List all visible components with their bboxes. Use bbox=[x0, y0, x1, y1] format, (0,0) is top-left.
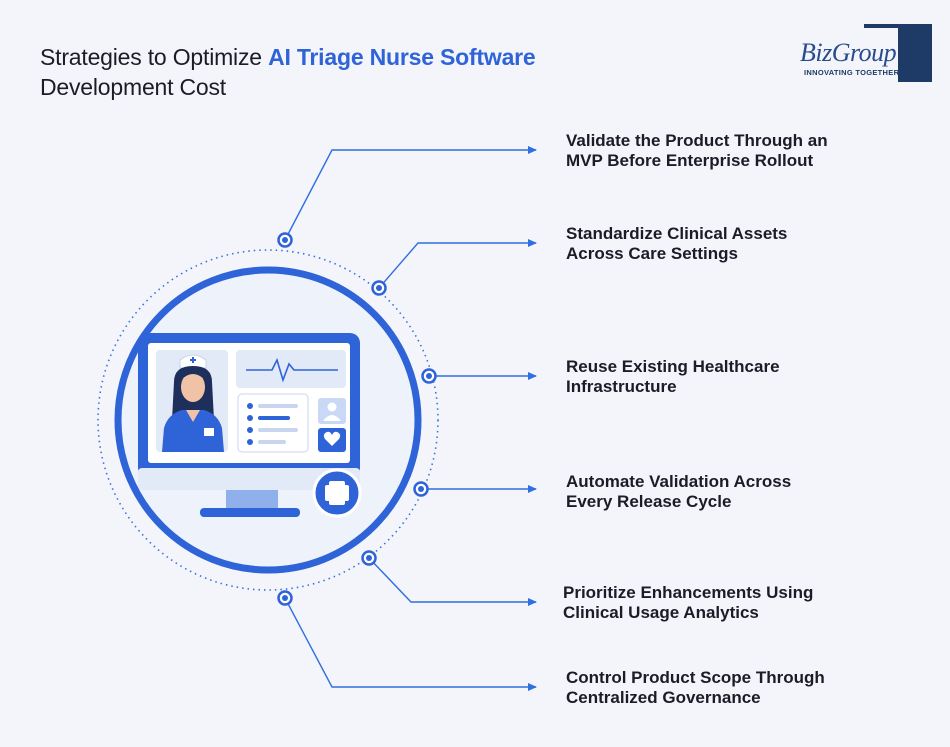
logo-name: BizGroup bbox=[800, 38, 897, 67]
connector-1 bbox=[284, 146, 537, 241]
page-title: Strategies to Optimize AI Triage Nurse S… bbox=[40, 42, 536, 102]
user-icon bbox=[318, 398, 346, 424]
title-accent: AI Triage Nurse Software bbox=[268, 44, 536, 70]
title-line2: Development Cost bbox=[40, 74, 226, 100]
connector-5 bbox=[368, 557, 537, 606]
connector-2 bbox=[378, 239, 537, 289]
heartbeat-icon bbox=[236, 350, 346, 388]
medical-cross-icon bbox=[312, 468, 362, 518]
nurse-icon bbox=[156, 350, 228, 452]
heart-icon bbox=[318, 428, 346, 452]
strategy-item-5: Prioritize Enhancements Using Clinical U… bbox=[563, 583, 814, 622]
strategy-item-4: Automate Validation Across Every Release… bbox=[566, 472, 792, 511]
strategy-item-3: Reuse Existing Healthcare Infrastructure bbox=[566, 357, 780, 396]
connector-6 bbox=[284, 597, 537, 691]
illustration-ring bbox=[114, 266, 422, 574]
logo-tagline: INNOVATING TOGETHER bbox=[804, 68, 900, 77]
strategy-item-1: Validate the Product Through an MVP Befo… bbox=[566, 131, 828, 170]
strategy-item-2: Standardize Clinical Assets Across Care … bbox=[566, 224, 788, 263]
strategy-item-6: Control Product Scope Through Centralize… bbox=[566, 668, 825, 707]
bizgroup-logo: BizGroup INNOVATING TOGETHER bbox=[796, 24, 932, 82]
dotted-orbit bbox=[97, 249, 439, 591]
checklist-icon bbox=[237, 393, 309, 453]
node-dots bbox=[277, 232, 437, 606]
title-prefix: Strategies to Optimize bbox=[40, 44, 269, 70]
